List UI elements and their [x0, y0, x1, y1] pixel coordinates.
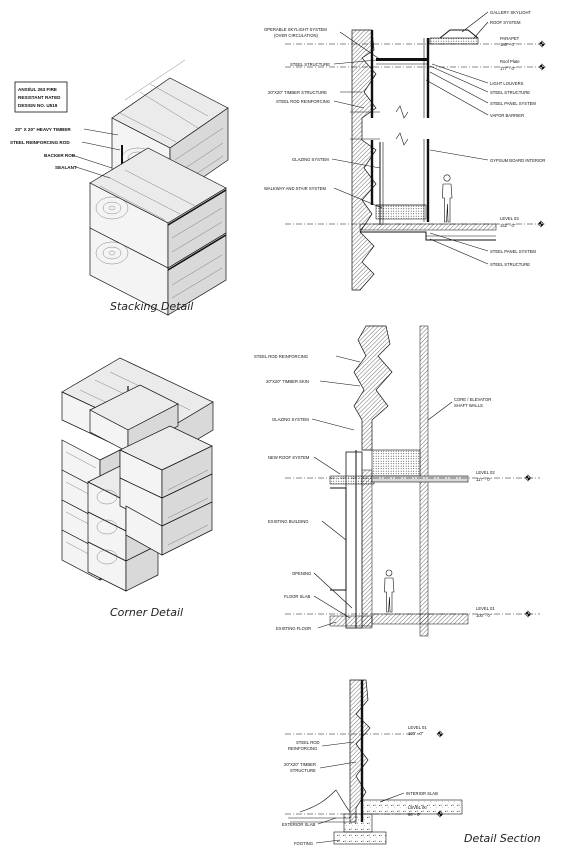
stacking-detail-drawing: ANSI/UL 263 FIRE RESISTANT RATED DESIGN …	[10, 59, 229, 316]
human-figure	[442, 174, 453, 223]
bs-label-level01-elev: 100' - 0"	[408, 731, 424, 736]
ts-label-glazing: GLAZING SYSTEM	[292, 157, 329, 162]
ms-label-timber-skin: 20"X20" TIMBER SKIN	[266, 379, 309, 384]
ts-label-level03-elev: 142' - 0"	[500, 223, 516, 228]
ts-label-parapet-elev: 180' - 0"	[500, 42, 516, 47]
bottom-section-drawing: STEEL ROD REINFORCING 20"X20" TIMBER STR…	[282, 679, 463, 846]
ts-label-steel-rod: STEEL ROD REINFORCING	[276, 99, 330, 104]
ms-label-glazing: GLAZING SYSTEM	[272, 417, 309, 422]
middle-timber	[89, 147, 227, 269]
ts-label-timber-structure: 20"X20" TIMBER STRUCTURE	[268, 90, 327, 95]
ms-label-steel-rod: STEEL ROD REINFORCING	[254, 354, 308, 359]
human-figure-2	[384, 569, 395, 613]
rating-line-3: DESIGN NO. U519	[18, 103, 58, 108]
ms-label-existing-building: EXISTING BUILDING	[268, 519, 309, 524]
ts-label-level03: LEVEL 03	[500, 216, 519, 221]
corner-detail-caption: Corner Detail	[110, 606, 184, 619]
ts-label-steel-panel: STEEL PANEL SYSTEM	[490, 101, 536, 106]
ts-label-gypsum: GYPSUM BOARD INTERIOR	[490, 158, 545, 163]
ts-label-parapet: PARAPET	[500, 36, 520, 41]
bs-label-timber: 20"X20" TIMBER	[284, 762, 316, 767]
bottom-timber	[89, 227, 227, 316]
bs-label-exterior-slab: EXTERIOR SLAB	[282, 822, 315, 827]
ms-label-core: CORE / ELEVATOR	[454, 397, 491, 402]
ms-label-opening: OPENING	[292, 571, 311, 576]
ts-label-steel-structure: STEEL STRUCTURE	[290, 62, 330, 67]
bs-label-level00: LEVEL 00	[408, 805, 427, 810]
bs-label-reinforcing: REINFORCING	[288, 746, 317, 751]
sealant-label: SEALANT	[55, 165, 77, 170]
rating-line-2: RESISTANT RATED	[18, 95, 61, 100]
bs-label-footing: FOOTING	[294, 841, 313, 846]
ms-label-existing-floor: EXISTING FLOOR	[276, 626, 311, 631]
bs-label-steel-rod: STEEL ROD	[296, 740, 320, 745]
ts-label-light-louvers: LIGHT LOUVERS	[490, 81, 524, 86]
fire-rating-box: ANSI/UL 263 FIRE RESISTANT RATED DESIGN …	[14, 81, 68, 113]
ms-label-new-roof: NEW ROOF SYSTEM	[268, 455, 310, 460]
backer-rod-label: BACKER ROD	[44, 153, 76, 158]
reinforcing-rod-label: STEEL REINFORCING ROD	[10, 140, 70, 145]
ts-label-steel-panel-2: STEEL PANEL SYSTEM	[490, 249, 536, 254]
rating-line-1: ANSI/UL 263 FIRE	[18, 87, 57, 92]
ms-label-level02: LEVEL 02	[476, 470, 495, 475]
ts-label-walkway: WALKWAY AND STAIR SYSTEM	[264, 186, 327, 191]
ms-label-shaft: SHAFT WALLS	[454, 403, 483, 408]
ts-label-roof-system: ROOF SYSTEM	[490, 20, 521, 25]
ts-label-gallery-skylight: GALLERY SKYLIGHT	[490, 10, 531, 15]
corner-detail-drawing	[61, 357, 214, 592]
stacking-detail-caption: Stacking Detail	[110, 300, 194, 313]
ms-label-level02-elev: 117' - 0"	[476, 477, 492, 482]
ts-label-skylight: OPERABLE SKYLIGHT SYSTEM	[264, 27, 327, 32]
ts-label-roof-plate: Roof Plate	[500, 59, 520, 64]
ms-label-level01: LEVEL 01	[476, 606, 495, 611]
ms-label-level01-elev: 100' - 0"	[476, 613, 492, 618]
bs-label-structure: STRUCTURE	[290, 768, 316, 773]
top-section-drawing: OPERABLE SKYLIGHT SYSTEM (OVER CIRCULATI…	[264, 10, 546, 291]
ts-label-vapor-barrier: VAPOR BARRIER	[490, 113, 524, 118]
ts-label-steel-structure-2: STEEL STRUCTURE	[490, 262, 530, 267]
ts-label-steel-structure-r: STEEL STRUCTURE	[490, 90, 530, 95]
ms-label-floor-slab: FLOOR SLAB	[284, 594, 311, 599]
detail-section-caption: Detail Section	[464, 832, 541, 845]
ts-label-over-circulation: (OVER CIRCULATION)	[274, 33, 318, 38]
middle-section-drawing: STEEL ROD REINFORCING 20"X20" TIMBER SKI…	[254, 325, 540, 637]
bs-label-level01: LEVEL 01	[408, 725, 427, 730]
ts-label-roof-plate-elev: 177' - 0"	[500, 66, 516, 71]
bs-label-interior-slab: INTERIOR SLAB	[406, 791, 438, 796]
heavy-timber-label: 20" X 20" HEAVY TIMBER	[15, 127, 71, 132]
bs-label-level00-elev: 90' - 0"	[408, 812, 422, 817]
